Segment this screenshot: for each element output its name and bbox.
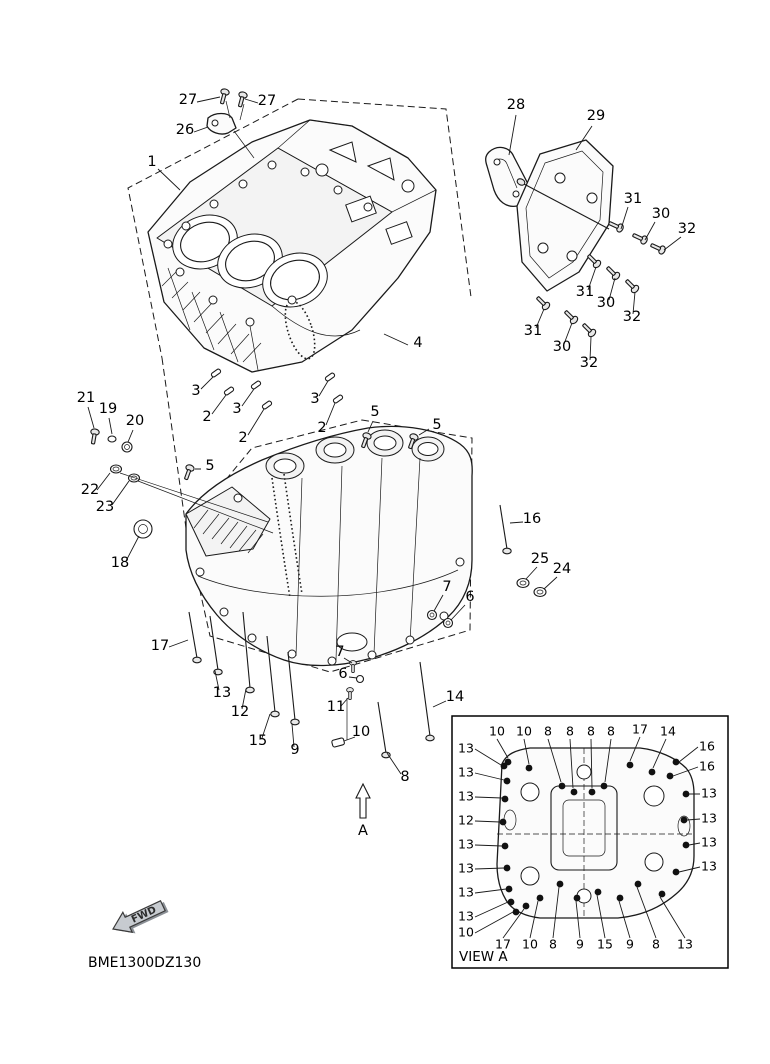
callout-6: 6 — [465, 589, 474, 605]
cover-part — [516, 139, 614, 292]
long-bolts — [188, 504, 512, 759]
callout-2: 2 — [202, 409, 211, 425]
callout-2: 2 — [317, 420, 326, 436]
callout-31: 31 — [624, 191, 642, 207]
callout-13: 13 — [458, 861, 474, 876]
callout-17: 17 — [151, 638, 169, 654]
callout-13: 13 — [458, 837, 474, 852]
bolt-head-dots — [499, 758, 690, 916]
callout-10: 10 — [516, 724, 532, 739]
callout-16: 16 — [523, 511, 541, 527]
callout-3: 3 — [310, 391, 319, 407]
callout-4: 4 — [413, 335, 422, 351]
callout-9: 9 — [290, 742, 299, 758]
callout-7: 7 — [442, 579, 451, 595]
callout-14: 14 — [660, 724, 676, 739]
callout-8: 8 — [607, 724, 615, 739]
callout-13: 13 — [701, 859, 717, 874]
callout-15: 15 — [597, 937, 613, 952]
callout-13: 13 — [458, 789, 474, 804]
callout-5: 5 — [370, 404, 379, 420]
callout-7: 7 — [335, 644, 344, 660]
callout-10: 10 — [522, 937, 538, 952]
callout-10: 10 — [489, 724, 505, 739]
callout-16: 16 — [699, 739, 715, 754]
callout-19: 19 — [99, 401, 117, 417]
callout-32: 32 — [580, 355, 598, 371]
fwd-arrow: FWD — [112, 899, 169, 934]
upper-crankcase — [147, 119, 437, 373]
callout-12: 12 — [458, 813, 474, 828]
callout-8: 8 — [566, 724, 574, 739]
callout-5: 5 — [432, 417, 441, 433]
callout-30: 30 — [652, 206, 670, 222]
fasteners — [88, 87, 668, 759]
callout-27: 27 — [258, 93, 276, 109]
callout-9: 9 — [626, 937, 634, 952]
section-arrow: A — [355, 782, 371, 839]
callout-13: 13 — [458, 765, 474, 780]
callout-13: 13 — [458, 741, 474, 756]
callout-10: 10 — [458, 925, 474, 940]
callout-15: 15 — [249, 733, 267, 749]
callout-30: 30 — [553, 339, 571, 355]
callout-13: 13 — [677, 937, 693, 952]
callout-32: 32 — [623, 309, 641, 325]
callout-29: 29 — [587, 108, 605, 124]
callout-12: 12 — [231, 704, 249, 720]
callout-13: 13 — [701, 786, 717, 801]
callout-20: 20 — [126, 413, 144, 429]
callout-30: 30 — [597, 295, 615, 311]
view-a-label: VIEW A — [459, 949, 508, 965]
callout-24: 24 — [553, 561, 571, 577]
callout-2: 2 — [238, 430, 247, 446]
callout-8: 8 — [587, 724, 595, 739]
callout-18: 18 — [111, 555, 129, 571]
callout-1: 1 — [147, 154, 156, 170]
callout-9: 9 — [576, 937, 584, 952]
callout-8: 8 — [652, 937, 660, 952]
callout-3: 3 — [232, 401, 241, 417]
part-code: BME1300DZ130 — [88, 955, 201, 971]
callout-22: 22 — [81, 482, 99, 498]
callout-28: 28 — [507, 97, 525, 113]
callout-16: 16 — [699, 759, 715, 774]
callout-11: 11 — [327, 699, 345, 715]
view-a-drawing — [474, 736, 701, 939]
callout-13: 13 — [701, 811, 717, 826]
callout-26: 26 — [176, 122, 194, 138]
callout-8: 8 — [400, 769, 409, 785]
callout-13: 13 — [458, 909, 474, 924]
callout-25: 25 — [531, 551, 549, 567]
lower-crankcase — [185, 425, 473, 667]
callout-23: 23 — [96, 499, 114, 515]
view-a-leader-lines — [474, 736, 701, 939]
callout-13: 13 — [458, 885, 474, 900]
callout-13: 13 — [701, 835, 717, 850]
leader-lines — [87, 96, 682, 775]
callout-8: 8 — [544, 724, 552, 739]
callout-13: 13 — [213, 685, 231, 701]
callout-21: 21 — [77, 390, 95, 406]
callout-10: 10 — [352, 724, 370, 740]
callout-3: 3 — [191, 383, 200, 399]
callout-17: 17 — [495, 937, 511, 952]
callout-6: 6 — [338, 666, 347, 682]
callout-17: 17 — [632, 722, 648, 737]
callout-31: 31 — [576, 284, 594, 300]
callout-31: 31 — [524, 323, 542, 339]
section-arrow-label: A — [358, 823, 368, 839]
view-a-inset: VIEW A — [451, 715, 729, 969]
callout-14: 14 — [446, 689, 464, 705]
callout-5: 5 — [205, 458, 214, 474]
callout-32: 32 — [678, 221, 696, 237]
callout-27: 27 — [179, 92, 197, 108]
callout-8: 8 — [549, 937, 557, 952]
